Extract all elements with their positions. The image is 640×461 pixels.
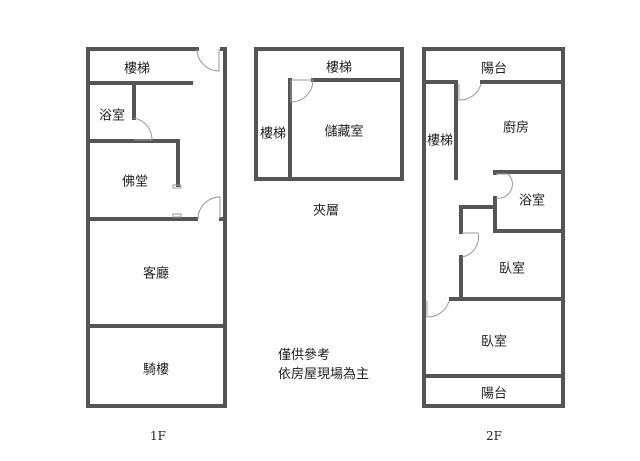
- room-label-bedroom: 臥室: [498, 261, 526, 277]
- room-label-stairs: 樓梯: [123, 61, 151, 77]
- door-icon: [197, 196, 221, 220]
- room-label-prayer-room: 佛堂: [121, 174, 149, 190]
- disclaimer-line-1: 僅供參考: [278, 348, 331, 363]
- room-label-balcony: 陽台: [480, 386, 508, 402]
- floor-1-caption: 1F: [150, 429, 166, 443]
- room-label-kitchen: 廚房: [502, 120, 530, 136]
- room-label-living-room: 客廳: [142, 266, 170, 282]
- room-label-bathroom: 浴室: [518, 193, 546, 209]
- door-icon: [495, 173, 513, 199]
- door-icon: [133, 117, 153, 141]
- room-label-stairs: 樓梯: [325, 60, 353, 76]
- room-label-bedroom: 臥室: [480, 334, 508, 350]
- door-icon: [461, 232, 479, 258]
- room-label-stairs: 樓梯: [426, 133, 454, 149]
- room-label-arcade: 騎樓: [142, 362, 170, 378]
- door-icon: [426, 300, 450, 318]
- room-label-balcony: 陽台: [480, 61, 508, 77]
- door-icon: [290, 79, 314, 103]
- room-label-bathroom: 浴室: [98, 108, 126, 124]
- floor-2-walls: [422, 47, 565, 408]
- disclaimer-line-2: 依房屋現場為主: [278, 367, 370, 382]
- disclaimer-note: 僅供參考 依房屋現場為主: [278, 346, 369, 384]
- room-label-storage: 儲藏室: [324, 124, 364, 140]
- door-icon: [458, 83, 482, 101]
- floor-2-caption: 2F: [486, 429, 502, 443]
- mezzanine-caption: 夾層: [312, 203, 340, 219]
- mezzanine-walls: [254, 47, 404, 181]
- door-icon: [196, 48, 220, 72]
- room-label-stairs: 樓梯: [259, 126, 287, 142]
- floor-1-walls: [86, 47, 227, 408]
